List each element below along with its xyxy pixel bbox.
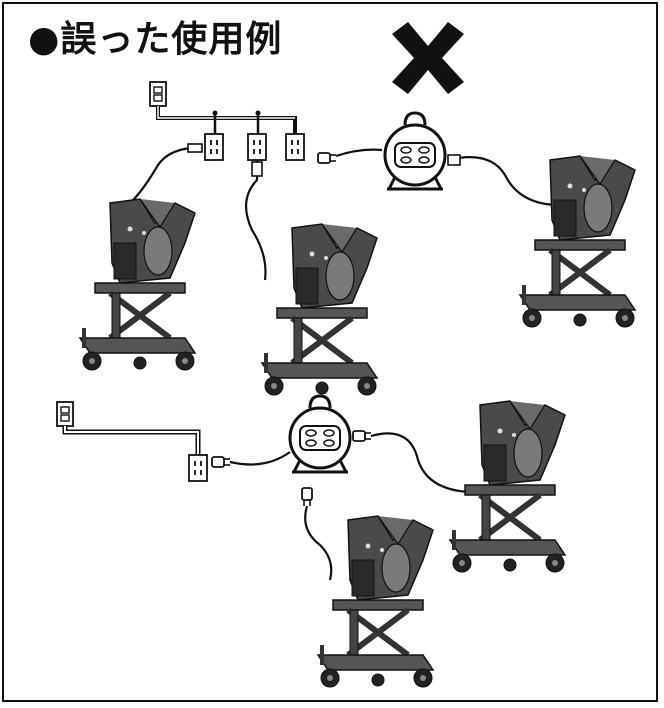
plug-icon [301,487,313,507]
plug-icon [211,456,231,468]
top-scenario [80,81,635,395]
cross-mark-icon [392,22,464,94]
page-title: ●誤った使用例 [28,19,283,60]
wall-outlet-icon [204,133,224,161]
plug-icon [317,152,337,164]
wall-outlet-icon [247,133,267,161]
cord-reel-icon [288,394,352,474]
bottom-scenario [56,394,565,687]
wall-outlet-icon [188,454,208,482]
cord-reel-icon [383,111,447,191]
machine-icon [262,224,377,395]
wall-switch-icon [56,401,74,427]
wall-switch-icon [149,81,167,107]
figure-frame [2,2,658,702]
machine-icon [520,156,635,327]
machine-icon [80,199,195,370]
machine-icon [318,516,433,687]
plug-icon [352,430,372,442]
wall-outlet-icon [285,133,305,161]
machine-icon [450,401,565,572]
